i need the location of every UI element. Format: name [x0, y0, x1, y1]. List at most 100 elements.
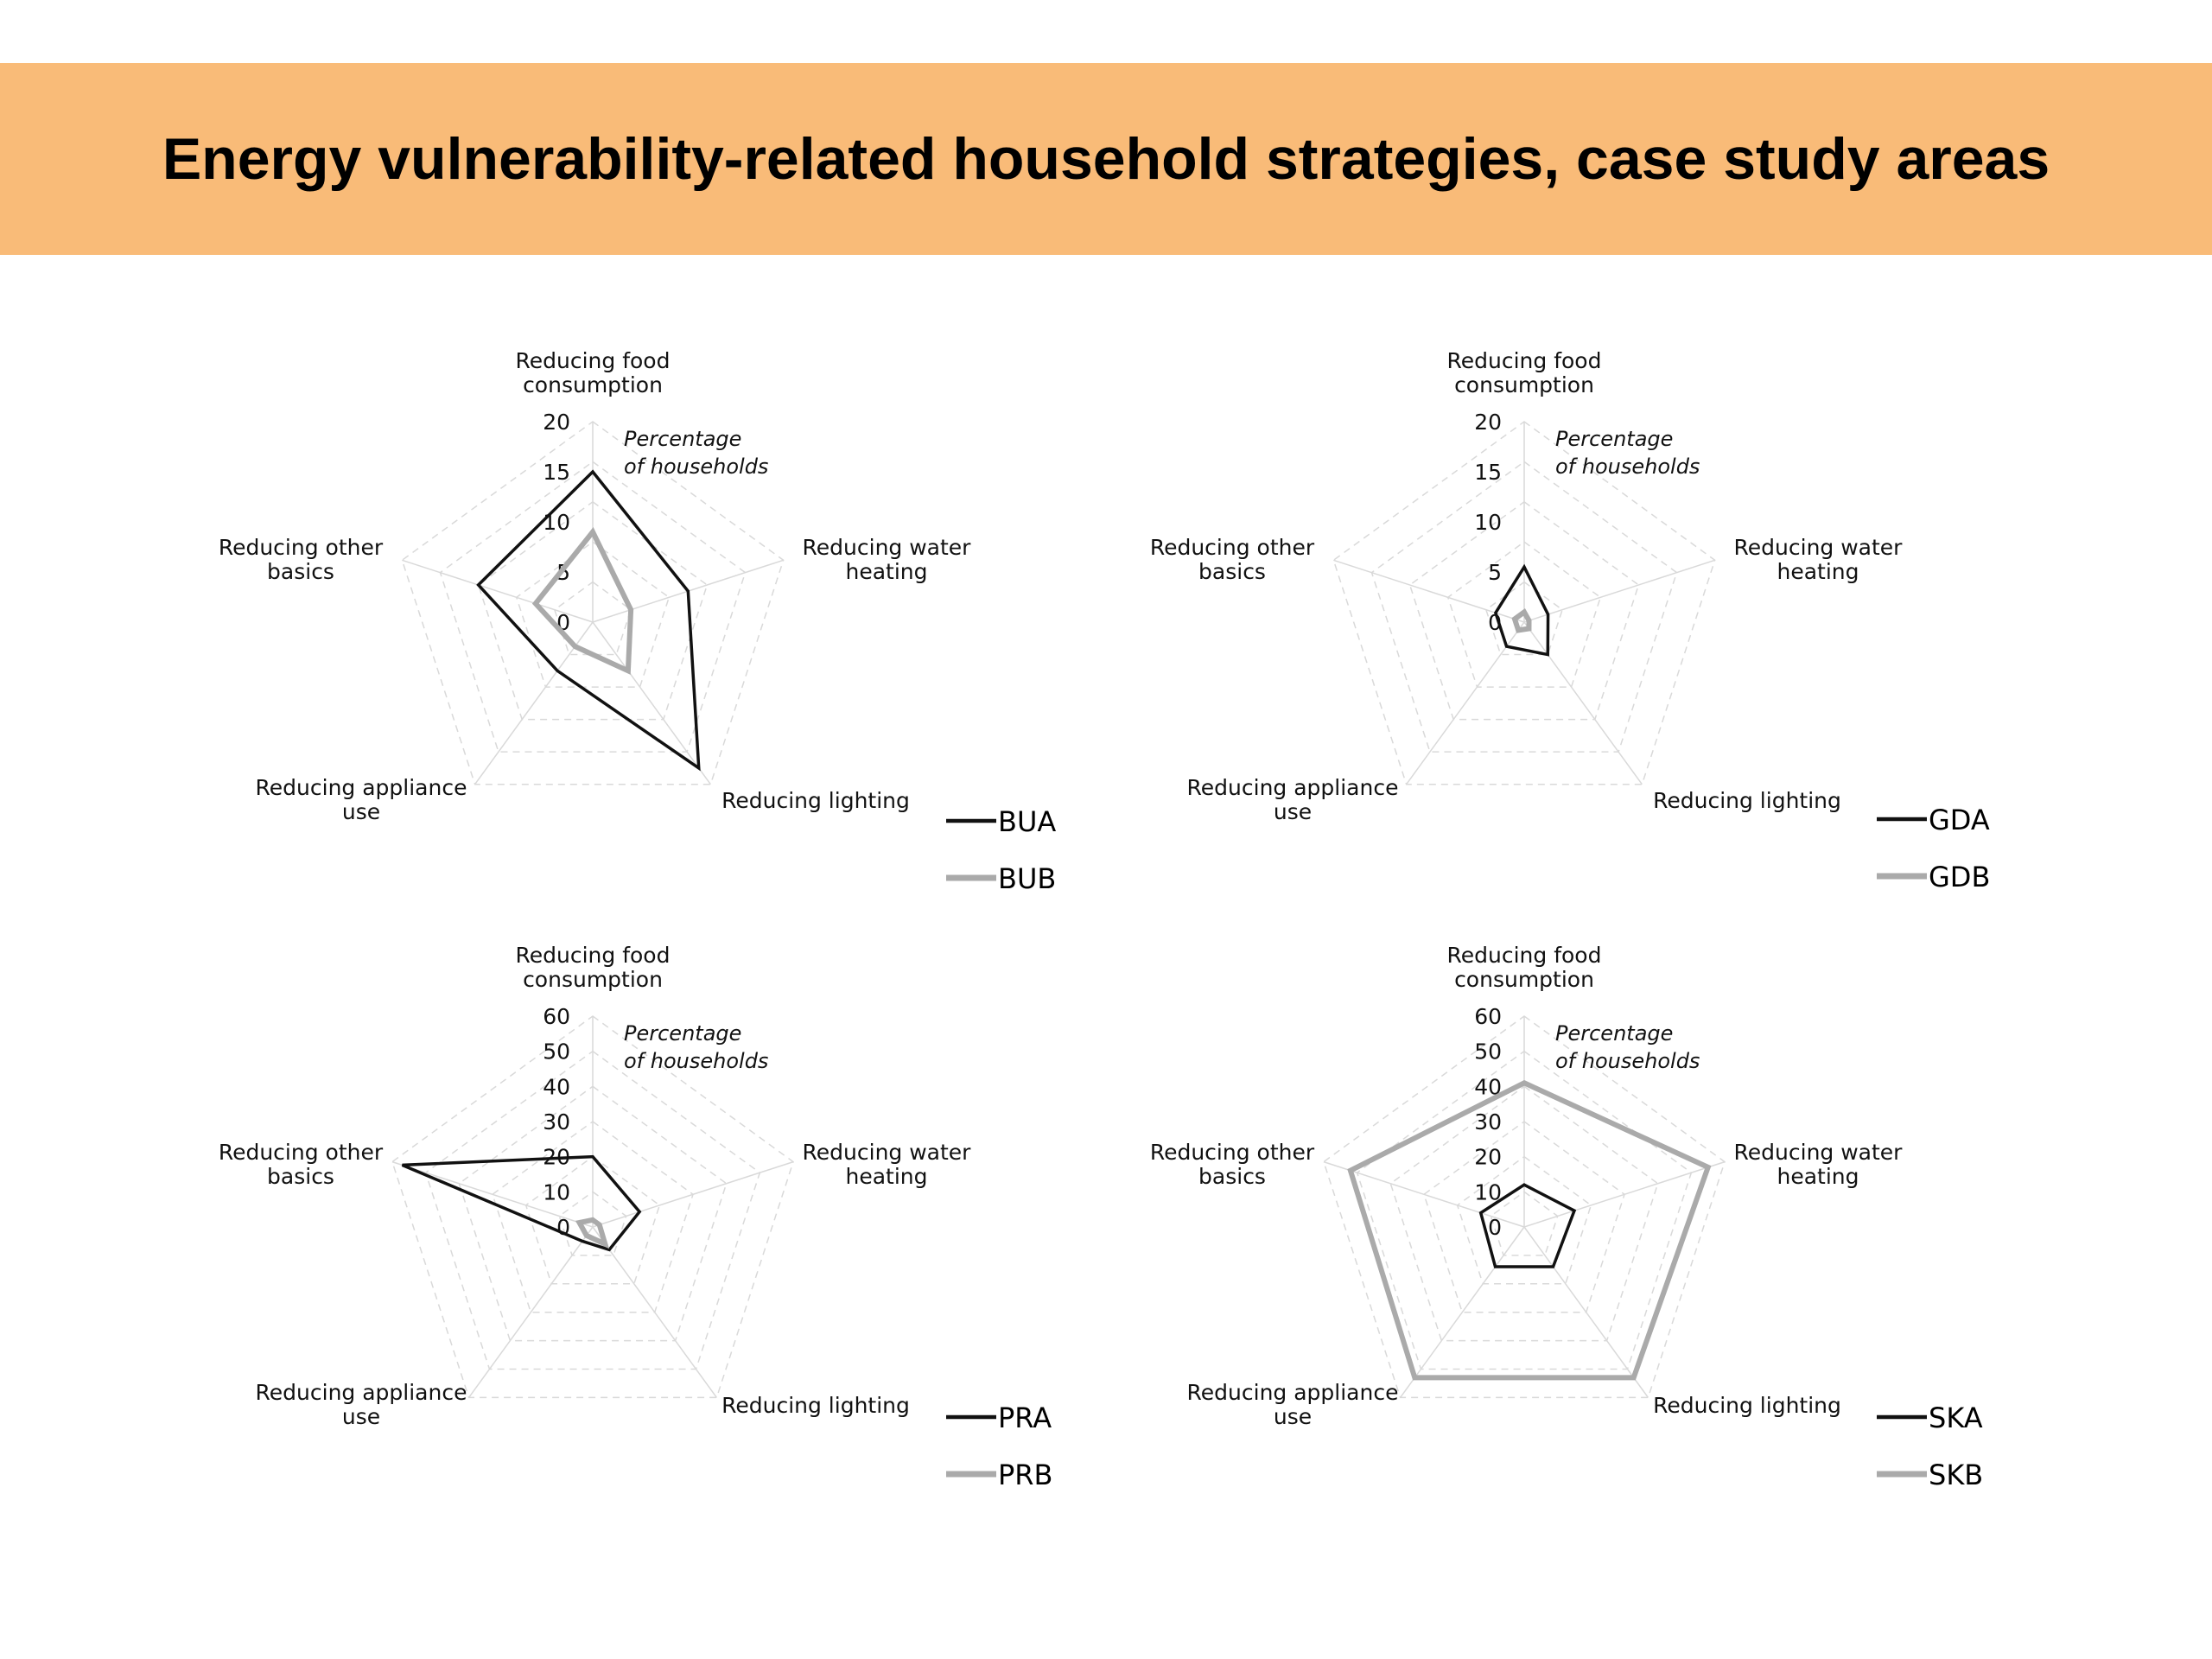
tick-label: 50 [1474, 1039, 1502, 1065]
axis-label: consumption [1454, 372, 1594, 397]
page-title: Energy vulnerability-related household s… [162, 126, 2050, 192]
series-line-PRA [401, 1154, 642, 1252]
legend-label: BUB [998, 862, 1056, 895]
tick-label: 50 [543, 1039, 570, 1065]
grid-ring [401, 421, 785, 785]
unit-label: of households [624, 1049, 768, 1073]
axis-label: Reducing other [219, 1140, 384, 1165]
grid-spoke [1523, 1226, 1649, 1398]
axis-label: heating [845, 559, 927, 584]
grid-ring [492, 1121, 694, 1313]
grid-ring [424, 1050, 761, 1370]
axis-label: Reducing other [1150, 535, 1315, 560]
axis-label: Reducing appliance [256, 1380, 467, 1405]
grid-ring [515, 541, 671, 688]
unit-label: of households [1555, 454, 1700, 479]
grid-spoke [1523, 621, 1643, 785]
series-line-PRB [575, 1217, 610, 1249]
grid-ring [1323, 1015, 1726, 1399]
axis-label: use [1274, 799, 1312, 824]
grid-spoke [402, 559, 594, 623]
axis-label: Reducing water [803, 1140, 972, 1165]
axis-label: Reducing water [803, 535, 972, 560]
tick-label: 15 [1474, 460, 1502, 485]
axis-label: heating [1777, 559, 1859, 584]
axis-label: Reducing food [1447, 348, 1602, 373]
axis-label: consumption [523, 967, 663, 992]
legend-label: PRA [998, 1402, 1052, 1434]
grid-ring [391, 1015, 794, 1399]
axis-label: heating [845, 1164, 927, 1189]
grid-spoke [1323, 1160, 1525, 1228]
grid-ring [1490, 1191, 1559, 1256]
tick-label: 40 [543, 1074, 570, 1099]
grid-ring [558, 1191, 627, 1256]
legend-label: GDA [1929, 804, 1990, 836]
grid-ring [1456, 1155, 1592, 1285]
grid-spoke [391, 1160, 594, 1228]
grid-ring [458, 1085, 728, 1342]
grid-ring [1332, 421, 1716, 785]
axis-label: Reducing food [516, 348, 671, 373]
axis-label: basics [1198, 1164, 1266, 1189]
series-line-GDA [1493, 563, 1550, 657]
axis-label: Reducing other [219, 535, 384, 560]
axis-label: Reducing food [516, 943, 671, 968]
grid-ring [1423, 1121, 1625, 1313]
tick-label: 10 [543, 510, 570, 535]
axis-label: Reducing water [1734, 535, 1904, 560]
tick-label: 30 [1474, 1109, 1502, 1135]
tick-label: 20 [543, 410, 570, 435]
axis-label: use [342, 799, 380, 824]
grid-spoke [1406, 621, 1525, 785]
grid-spoke [1523, 559, 1715, 623]
legend-label: GDB [1929, 861, 1990, 893]
unit-label: Percentage [1555, 427, 1673, 451]
axis-label: Reducing water [1734, 1140, 1904, 1165]
grid-ring [553, 581, 632, 656]
axis-label: Reducing appliance [256, 775, 467, 800]
grid-spoke [592, 1160, 794, 1228]
legend-label: SKB [1929, 1459, 1983, 1491]
series-line-GDB [1511, 607, 1532, 633]
grid-spoke [1399, 1226, 1525, 1398]
legend-label: BUA [998, 805, 1056, 838]
series-line-SKB [1347, 1079, 1712, 1381]
axis-label: consumption [523, 372, 663, 397]
axis-label: Reducing other [1150, 1140, 1315, 1165]
grid-spoke [467, 1226, 594, 1398]
axis-label: use [342, 1404, 380, 1429]
axis-label: basics [1198, 559, 1266, 584]
grid-ring [477, 500, 709, 721]
tick-label: 60 [1474, 1004, 1502, 1029]
grid-spoke [1523, 1160, 1726, 1228]
axis-label: Reducing appliance [1187, 1380, 1399, 1405]
unit-label: of households [1555, 1049, 1700, 1073]
tick-label: 5 [1488, 560, 1502, 585]
legend-label: PRB [998, 1459, 1052, 1491]
axis-label: basics [267, 1164, 334, 1189]
tick-label: 15 [543, 460, 570, 485]
tick-label: 30 [543, 1109, 570, 1135]
unit-label: of households [624, 454, 768, 479]
grid-spoke [474, 621, 594, 785]
axis-label: consumption [1454, 967, 1594, 992]
grid-ring [524, 1155, 661, 1285]
series-line-BUB [531, 527, 634, 675]
tick-label: 10 [1474, 510, 1502, 535]
unit-label: Percentage [624, 427, 741, 451]
tick-label: 20 [1474, 410, 1502, 435]
axis-label: Reducing lighting [721, 788, 910, 813]
legend-label: SKA [1929, 1402, 1983, 1434]
axis-label: basics [267, 559, 334, 584]
axis-label: Reducing lighting [1653, 1393, 1841, 1418]
series-line-SKA [1478, 1183, 1577, 1268]
axis-label: Reducing lighting [1653, 788, 1841, 813]
axis-label: use [1274, 1404, 1312, 1429]
grid-ring [1446, 541, 1602, 688]
grid-ring [1408, 500, 1640, 721]
